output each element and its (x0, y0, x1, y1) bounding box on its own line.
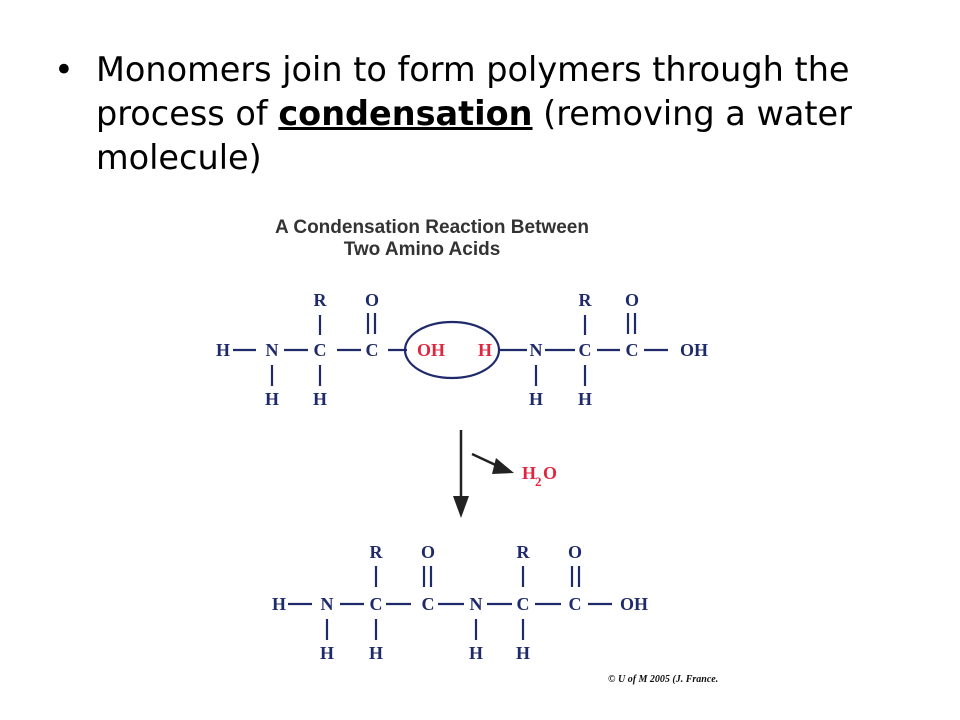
condensation-reaction-diagram: A Condensation Reaction Between Two Amin… (216, 217, 718, 685)
atom-h: H (216, 340, 230, 360)
bond-lines (233, 313, 668, 640)
water-release-arrow (471, 452, 514, 474)
atom-n: N (321, 594, 334, 614)
bullet-text: Monomers join to form polymers through t… (96, 48, 900, 180)
diagram-title-line1: A Condensation Reaction Between (275, 217, 589, 238)
water-removal-ellipse (403, 320, 501, 380)
atom-h: H (320, 643, 334, 663)
peptide-bond-n: N (470, 594, 483, 614)
atom-h: H (265, 389, 279, 409)
svg-text:H: H (522, 463, 536, 483)
atom-c: C (626, 340, 639, 360)
atom-c: C (517, 594, 530, 614)
atom-n: N (266, 340, 279, 360)
atom-c: C (370, 594, 383, 614)
water-molecule-label: H 2 O (522, 463, 557, 489)
text-intro: Monomers join to form polymers through t… (96, 50, 850, 133)
hydroxyl-group-removed: OH (417, 340, 445, 360)
atom-h: H (272, 594, 286, 614)
atom-h: H (516, 643, 530, 663)
atom-o: O (568, 542, 582, 562)
atom-h: H (369, 643, 383, 663)
svg-text:2: 2 (535, 474, 542, 489)
atom-o: O (421, 542, 435, 562)
keyword-condensation: condensation (278, 94, 533, 133)
atom-c: C (569, 594, 582, 614)
atom-c: C (314, 340, 327, 360)
atom-n: N (530, 340, 543, 360)
atom-c: C (579, 340, 592, 360)
atom-h: H (469, 643, 483, 663)
atom-o: O (625, 290, 639, 310)
diagram-title-line2: Two Amino Acids (344, 239, 501, 260)
hydrogen-removed: H (478, 340, 492, 360)
atom-o: O (365, 290, 379, 310)
atom-c: C (366, 340, 379, 360)
copyright-note: © U of M 2005 (J. France. (608, 674, 718, 685)
atom-c: C (422, 594, 435, 614)
slide-body: • Monomers join to form polymers through… (50, 48, 900, 180)
reaction-arrow (453, 430, 469, 518)
atom-r: R (370, 542, 384, 562)
atom-h: H (529, 389, 543, 409)
atom-r: R (314, 290, 328, 310)
atom-oh: OH (680, 340, 708, 360)
atom-r: R (579, 290, 593, 310)
text-explanation: (removing a water molecule) (96, 94, 852, 177)
bullet-point: • (54, 50, 74, 89)
atom-r: R (517, 542, 531, 562)
atom-h: H (578, 389, 592, 409)
atom-oh: OH (620, 594, 648, 614)
svg-text:O: O (543, 463, 557, 483)
atom-h: H (313, 389, 327, 409)
